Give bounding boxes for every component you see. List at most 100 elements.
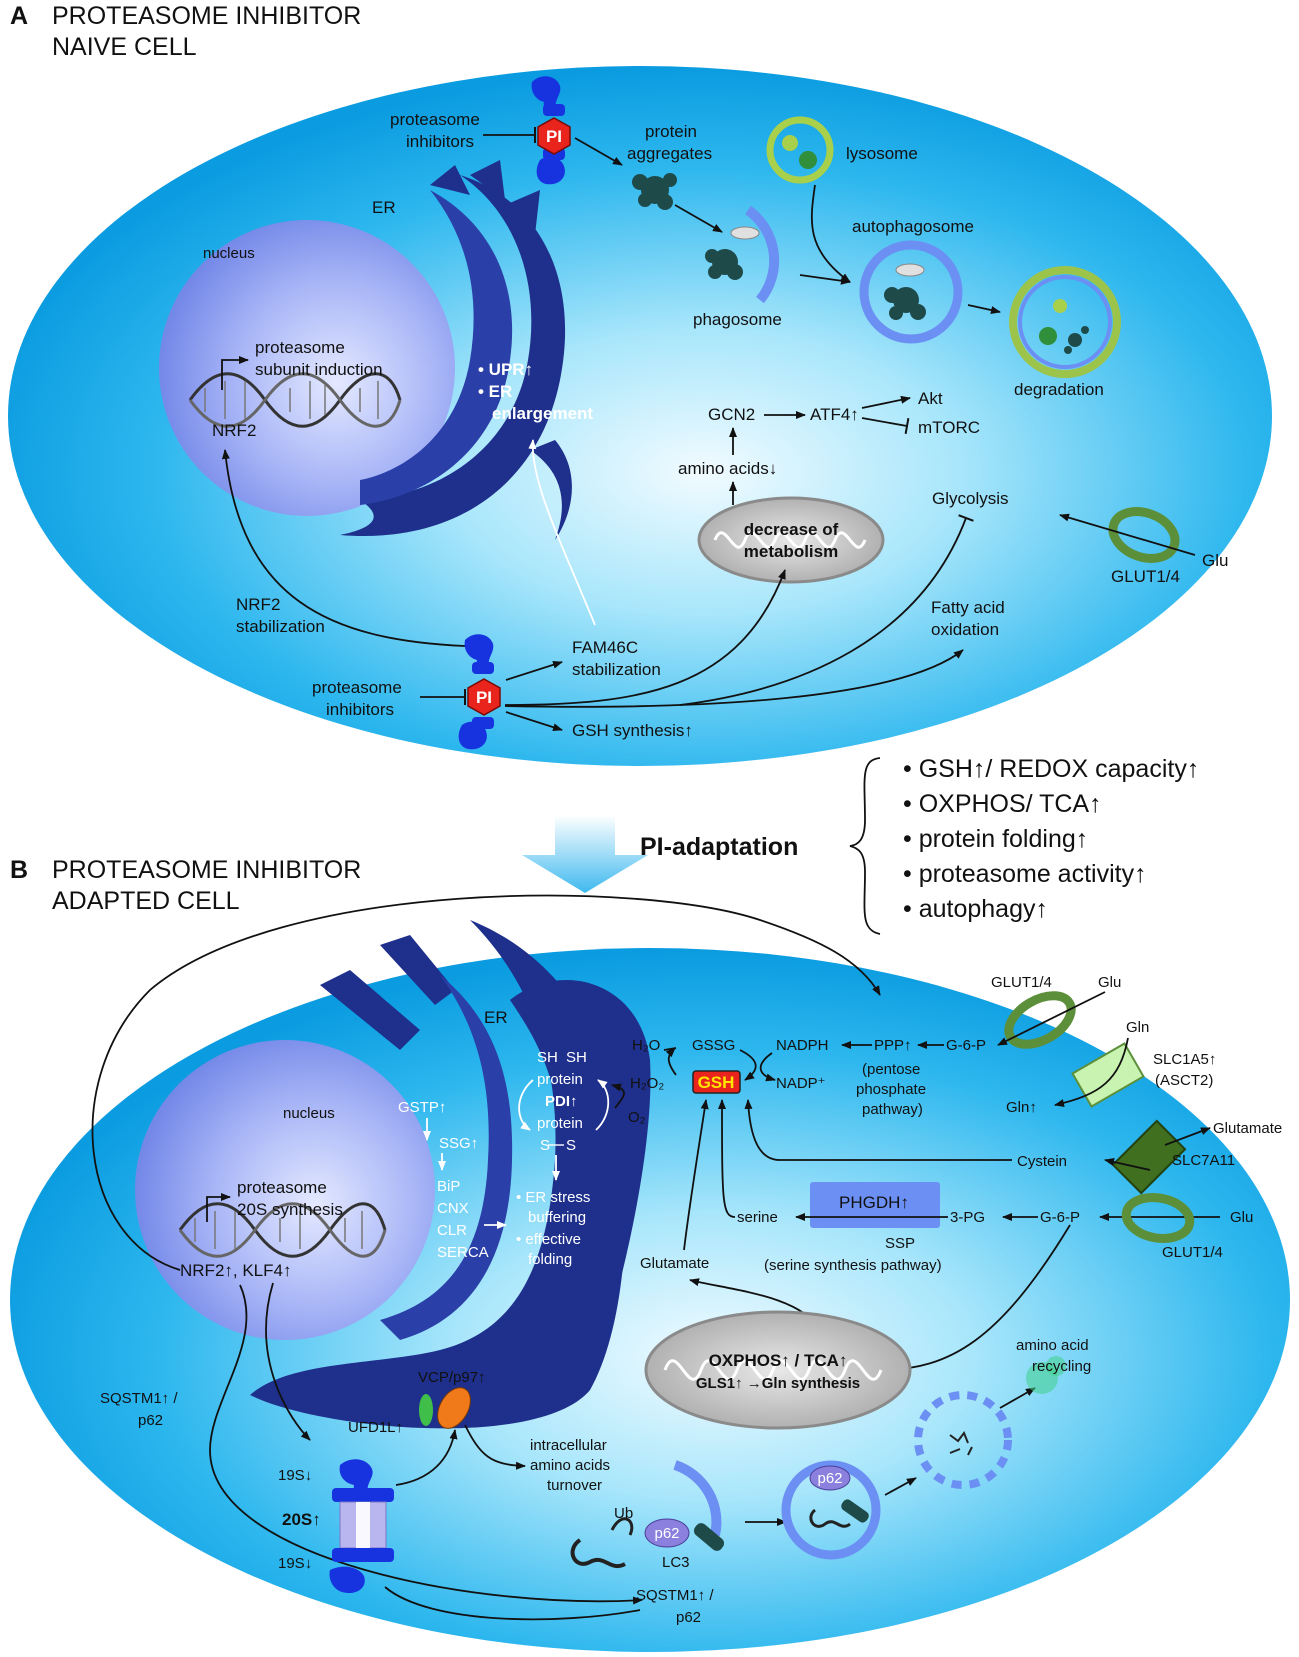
phagophore-icon (673, 1460, 725, 1551)
nucleus-a (159, 220, 455, 516)
nucleus-b (135, 1040, 435, 1340)
gln-up-label: Gln↑ (1006, 1099, 1037, 1116)
mitochondrion-a-icon (697, 496, 885, 584)
degradation-icon (1009, 266, 1121, 378)
protein-aggregate-icon (632, 173, 677, 210)
lysosome-icon (766, 116, 834, 184)
ppp-desc-line1: (pentose (862, 1061, 920, 1078)
effective-line2: folding (528, 1251, 572, 1268)
er-enlargement-line1: • ER (478, 382, 512, 401)
panel-b-title-line1: PROTEASOME INHIBITOR (52, 856, 361, 884)
sh-right: SH (566, 1049, 587, 1066)
slc1a5-line1: SLC1A5↑ (1153, 1051, 1216, 1068)
proteasome-bottom-icon (458, 634, 494, 750)
amino-acid-blob-icon (1026, 1356, 1066, 1394)
ppp-desc-line3: pathway) (862, 1101, 923, 1118)
fatty-acid-line2: oxidation (931, 620, 999, 639)
o2-label: O₂ (628, 1109, 646, 1126)
adaptation-bullet-1: • GSH↑/ REDOX capacity↑ (903, 755, 1199, 783)
protein-bottom: protein (537, 1115, 583, 1132)
slc1a5-icon (1071, 1042, 1145, 1108)
er-b-label: ER (484, 1008, 508, 1027)
phagosome-label: phagosome (693, 310, 782, 329)
p62-a-icon (644, 1518, 690, 1548)
pi-bottom-label-line2: inhibitors (326, 700, 394, 719)
proteasome-induction-line1: proteasome (255, 338, 345, 357)
pi-bottom-hexagon-icon: PI (467, 678, 501, 716)
nucleus-b-label: nucleus (283, 1105, 335, 1122)
adaptation-bullet-2: • OXPHOS/ TCA↑ (903, 790, 1102, 818)
nucleus-a-label: nucleus (203, 245, 255, 262)
decrease-metabolism-line1: decrease of (744, 520, 839, 539)
glu-mid-label: Glu (1230, 1209, 1253, 1226)
bip-label: BiP (437, 1178, 460, 1195)
panel-a-title-line2: NAIVE CELL (52, 33, 197, 61)
decrease-metabolism-line2: metabolism (744, 542, 838, 561)
three-pg-label: 3-PG (950, 1209, 985, 1226)
ssp-line2: (serine synthesis pathway) (764, 1257, 942, 1274)
gls1-label: GLS1↑ →Gln synthesis (696, 1375, 860, 1392)
glut-top-icon (1004, 991, 1076, 1049)
slc7a11-label: SLC7A11 (1172, 1152, 1235, 1169)
glutamate-in-label: Glutamate (640, 1255, 709, 1272)
19s-bottom-label: 19S↓ (278, 1555, 312, 1572)
ppp-label: PPP↑ (874, 1037, 912, 1054)
autophagosome-label: autophagosome (852, 217, 974, 236)
panel-a-title-line1: PROTEASOME INHIBITOR (52, 2, 361, 30)
protein-aggregates-line2: aggregates (627, 144, 712, 163)
glut-top-label: GLUT1/4 (991, 974, 1052, 991)
phagosome-icon (705, 205, 780, 304)
fam46c-line2: stabilization (572, 660, 661, 679)
gsh-box: GSH (692, 1070, 741, 1094)
vcp-icon (419, 1387, 471, 1429)
ssp-line1: SSP (885, 1235, 915, 1252)
amino-acids-label: amino acids↓ (678, 459, 777, 478)
pi-top-hexagon-icon: PI (537, 117, 571, 155)
slc1a5-line2: (ASCT2) (1155, 1072, 1213, 1089)
er-enlargement-line2: enlargement (492, 404, 593, 423)
s-right: S (566, 1137, 576, 1154)
gssg-label: GSSG (692, 1037, 735, 1054)
intracellular-line2: amino acids (530, 1457, 610, 1474)
gstp-label: GSTP↑ (398, 1099, 446, 1116)
pi-top-label-line2: inhibitors (406, 132, 474, 151)
proteasome-20s-icon (329, 1459, 394, 1594)
p62-b-label: p62 (817, 1470, 842, 1487)
pi-adaptation-label: PI-adaptation (640, 833, 798, 861)
proteasome-20s-line2: 20S synthesis (237, 1200, 343, 1219)
oxphos-label: OXPHOS↑ / TCA↑ (709, 1351, 848, 1370)
panel-b-letter: B (10, 856, 28, 884)
ufd1l-label: UFD1L↑ (348, 1419, 403, 1436)
pi-top-text: PI (546, 127, 562, 146)
er-a-label: ER (372, 198, 396, 217)
glut-a-label: GLUT1/4 (1111, 567, 1180, 586)
atf4-label: ATF4↑ (810, 405, 859, 424)
vcp-label: VCP/p97↑ (418, 1369, 486, 1386)
serca-label: SERCA (437, 1244, 489, 1261)
sqstm-left-line1: SQSTM1↑ / (100, 1390, 178, 1407)
effective-line1: • effective (516, 1231, 581, 1248)
glut-a-icon (1108, 507, 1180, 563)
dna-helix-b-icon (178, 1202, 387, 1258)
glycolysis-label: Glycolysis (932, 489, 1009, 508)
cystein-label: Cystein (1017, 1153, 1067, 1170)
cnx-label: CNX (437, 1200, 469, 1217)
gln-top-label: Gln (1126, 1019, 1149, 1036)
er-stress-line1: • ER stress (516, 1189, 590, 1206)
nadp-label: NADP⁺ (776, 1075, 826, 1092)
gsh-synthesis-label: GSH synthesis↑ (572, 721, 693, 740)
amino-recycling-line2: recycling (1032, 1358, 1091, 1375)
protein-top: protein (537, 1071, 583, 1088)
adaptation-bullet-4: • proteasome activity↑ (903, 860, 1147, 888)
serine-label: serine (737, 1209, 778, 1226)
autophagosome-icon (859, 240, 963, 344)
er-b-shape (250, 920, 651, 1429)
sqstm-left-line2: p62 (138, 1412, 163, 1429)
proteasome-induction-line2: subunit induction (255, 360, 383, 379)
p62-a-label: p62 (654, 1525, 679, 1542)
ppp-desc-line2: phosphate (856, 1081, 926, 1098)
h2o2-label: H₂O₂ (630, 1075, 664, 1092)
glut-mid-label: GLUT1/4 (1162, 1244, 1223, 1261)
g6p-top-label: G-6-P (946, 1037, 986, 1054)
